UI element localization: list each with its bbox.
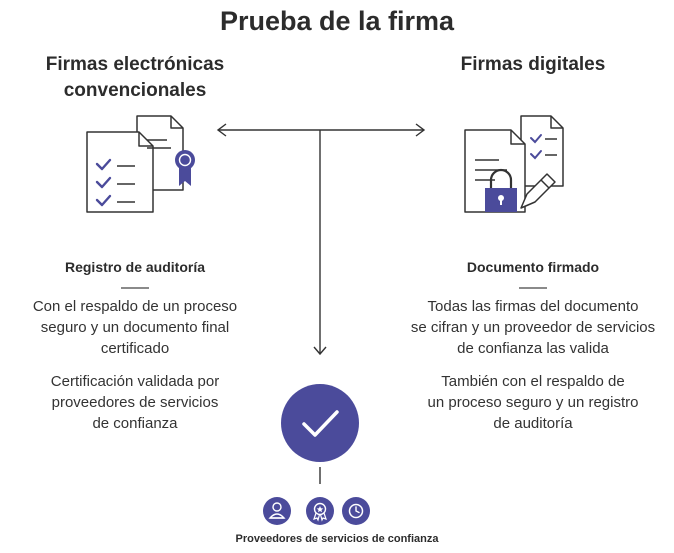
right-p1-line: Todas las firmas del documento bbox=[427, 298, 639, 315]
left-heading-line1: Firmas electrónicas bbox=[45, 54, 225, 75]
right-p1-line: se cifran y un proveedor de servicios bbox=[410, 319, 656, 336]
right-paragraph-1: Todas las firmas del documento se cifran… bbox=[398, 296, 668, 359]
down-arrowhead bbox=[313, 346, 327, 356]
left-arrowhead bbox=[216, 123, 227, 137]
left-p2-line: de confianza bbox=[92, 415, 178, 432]
right-column-heading: Firmas digitales bbox=[460, 54, 606, 75]
lock-icon bbox=[485, 168, 517, 212]
left-p1-line: seguro y un documento final bbox=[40, 319, 230, 336]
left-heading-line2: convencionales bbox=[63, 80, 207, 101]
left-p2-line: Certificación validada por bbox=[50, 373, 220, 390]
checkmark-circle-icon bbox=[281, 384, 359, 462]
left-p2-line: proveedores de servicios bbox=[51, 394, 219, 411]
right-divider bbox=[519, 287, 547, 289]
right-p1-line: de confianza las valida bbox=[457, 340, 609, 357]
left-divider bbox=[121, 287, 149, 289]
right-p2-line: un proceso seguro y un registro bbox=[427, 394, 639, 411]
left-column-heading: Firmas electrónicas convencionales bbox=[20, 52, 250, 104]
left-paragraph-1: Con el respaldo de un proceso seguro y u… bbox=[10, 296, 260, 359]
providers-caption: Proveedores de servicios de confianza bbox=[235, 533, 439, 545]
seal-icon bbox=[175, 150, 195, 186]
clock-icon bbox=[342, 497, 370, 525]
right-subheading: Documento firmado bbox=[466, 259, 600, 275]
award-ribbon-icon bbox=[306, 497, 334, 525]
right-p2-line: de auditoría bbox=[493, 415, 573, 432]
document-checklist-seal-icon bbox=[86, 115, 195, 213]
left-p1-line: Con el respaldo de un proceso bbox=[32, 298, 238, 315]
left-paragraph-2: Certificación validada por proveedores d… bbox=[10, 371, 260, 434]
right-p2-line: También con el respaldo de bbox=[441, 373, 625, 390]
person-badge-icon bbox=[263, 497, 291, 525]
document-lock-pen-icon bbox=[464, 115, 564, 213]
left-p1-line: certificado bbox=[100, 340, 170, 357]
right-arrowhead bbox=[415, 123, 426, 137]
left-subheading: Registro de auditoría bbox=[64, 259, 206, 275]
right-paragraph-2: También con el respaldo de un proceso se… bbox=[398, 371, 668, 434]
page-title: Prueba de la firma bbox=[219, 6, 455, 36]
